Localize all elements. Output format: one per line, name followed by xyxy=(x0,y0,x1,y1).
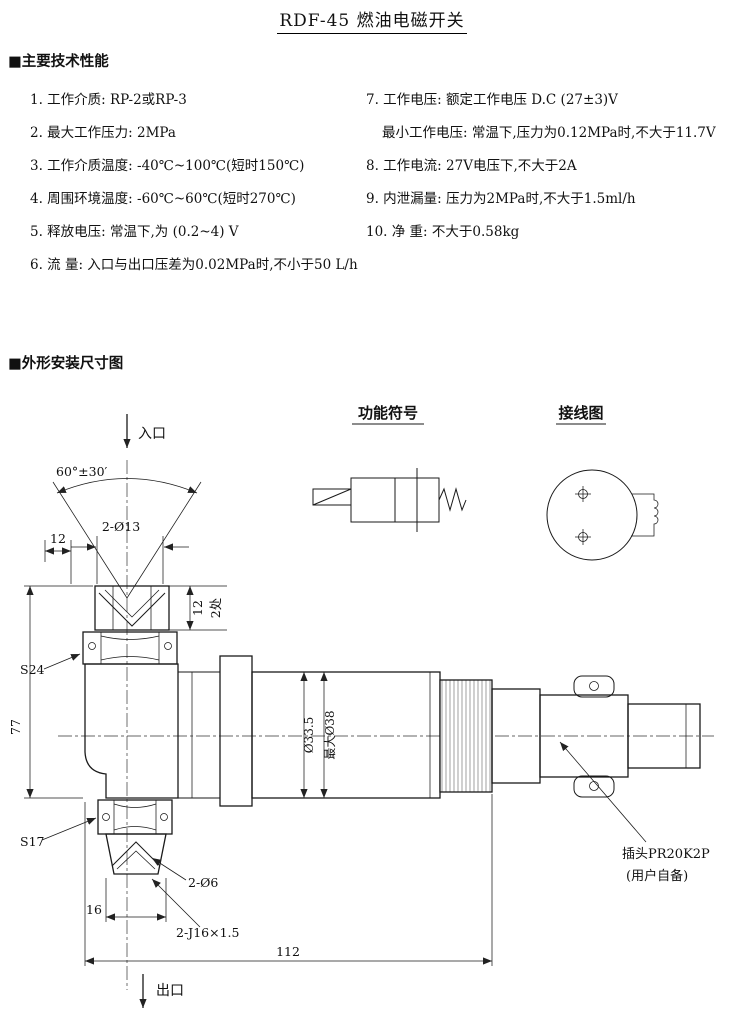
diameter-dimensions: Ø33.5 最大Ø38 xyxy=(300,672,337,798)
inlet-annotation: 入口 xyxy=(123,414,166,448)
dia-38-max-label: 最大Ø38 xyxy=(323,710,337,759)
bottom-hex-nut xyxy=(97,799,173,835)
centerlines xyxy=(58,460,714,990)
plug-model-label: 插头PR20K2P xyxy=(622,847,710,862)
function-symbol-title: 功能符号 xyxy=(358,404,418,422)
wiring-diagram-title: 接线图 xyxy=(558,404,603,422)
outlet-annotation: 出口 xyxy=(139,974,184,1008)
plug-note-label: (用户自备) xyxy=(626,868,688,884)
specs-column-right: 7. 工作电压: 额定工作电压 D.C (27±3)V 最小工作电压: 常温下,… xyxy=(366,84,744,249)
spec-item: 6. 流 量: 入口与出口压差为0.02MPa时,不小于50 L/h xyxy=(30,257,358,273)
dim-77-label: 77 xyxy=(8,719,23,735)
spec-item: 1. 工作介质: RP-2或RP-3 xyxy=(30,92,187,108)
dim-16-label: 16 xyxy=(86,902,102,917)
mounting-ear xyxy=(573,775,615,798)
thread-label: 2-J16×1.5 xyxy=(176,925,239,940)
outlet-fitting xyxy=(105,833,167,875)
angle-dimension: 60°±30′ xyxy=(52,464,202,599)
outline-dimension-drawing: 入口 功能符号 接线图 60°±30′ 2-Ø13 xyxy=(8,404,714,1008)
function-symbol-diagram: 功能符号 xyxy=(312,404,467,532)
dim-12-right: 12 2处 xyxy=(169,585,227,631)
plug-annotation: 插头PR20K2P (用户自备) xyxy=(559,741,710,884)
spec-item: 3. 工作介质温度: -40℃~100℃(短时150℃) xyxy=(30,158,305,174)
spec-item: 2. 最大工作压力: 2MPa xyxy=(30,125,176,141)
inlet-fitting xyxy=(94,585,170,631)
holes-bottom-label: 2-Ø6 xyxy=(188,875,218,890)
dim-112-label: 112 xyxy=(276,944,300,959)
holes-top-dimension: 2-Ø13 xyxy=(71,519,189,584)
connector-face-circle xyxy=(546,469,638,561)
s17-label: S17 xyxy=(20,834,45,849)
spring-symbol xyxy=(438,487,467,512)
plug-barrel xyxy=(627,703,701,769)
specs-section-header: ■主要技术性能 xyxy=(8,53,109,70)
page-title-row: RDF-45 燃油电磁开关 xyxy=(0,6,744,34)
connector-bracket xyxy=(631,493,659,537)
dim-16: 16 xyxy=(86,878,167,922)
dim-112: 112 xyxy=(84,794,493,966)
spec-item: 10. 净 重: 不大于0.58kg xyxy=(366,224,520,240)
places-2-label: 2处 xyxy=(208,597,223,618)
drawing-section-header: ■外形安装尺寸图 xyxy=(8,355,124,372)
spec-item: 8. 工作电流: 27V电压下,不大于2A xyxy=(366,158,577,174)
mounting-ear xyxy=(573,675,615,698)
knurled-connector xyxy=(439,679,493,793)
s24-annotation: S24 xyxy=(20,653,81,677)
outlet-label: 出口 xyxy=(156,983,184,999)
wiring-diagram: 接线图 xyxy=(546,404,659,561)
top-hex-nut xyxy=(82,631,178,665)
specs-column-left: 1. 工作介质: RP-2或RP-3 2. 最大工作压力: 2MPa 3. 工作… xyxy=(30,84,365,282)
holes-top-label: 2-Ø13 xyxy=(102,519,140,534)
inlet-label: 入口 xyxy=(138,426,166,442)
dim-12-left-label: 12 xyxy=(50,531,66,546)
page-title: RDF-45 燃油电磁开关 xyxy=(277,6,467,34)
rear-connector xyxy=(439,675,701,798)
valve-body xyxy=(84,663,179,799)
holes-bottom-dimension: 2-Ø6 xyxy=(151,857,218,890)
s17-annotation: S17 xyxy=(20,817,97,849)
dim-12-left: 12 xyxy=(44,531,72,584)
spec-item: 7. 工作电压: 额定工作电压 D.C (27±3)V xyxy=(366,92,618,108)
spec-item: 5. 释放电压: 常温下,为 (0.2~4) V xyxy=(30,224,239,240)
thread-annotation: 2-J16×1.5 xyxy=(151,878,239,940)
dia-33-5-label: Ø33.5 xyxy=(302,717,316,754)
spec-item: 9. 内泄漏量: 压力为2MPa时,不大于1.5ml/h xyxy=(366,191,636,207)
coil-housing xyxy=(251,671,441,799)
s24-label: S24 xyxy=(20,662,45,677)
spec-item: 4. 周围环境温度: -60℃~60℃(短时270℃) xyxy=(30,191,296,207)
angle-dim-label: 60°±30′ xyxy=(56,464,108,479)
dim-77: 77 xyxy=(8,585,93,799)
dim-12-right-label: 12 xyxy=(190,600,205,616)
mounting-flange xyxy=(219,655,253,807)
spec-item-continuation: 最小工作电压: 常温下,压力为0.12MPa时,不大于11.7V xyxy=(382,125,716,141)
